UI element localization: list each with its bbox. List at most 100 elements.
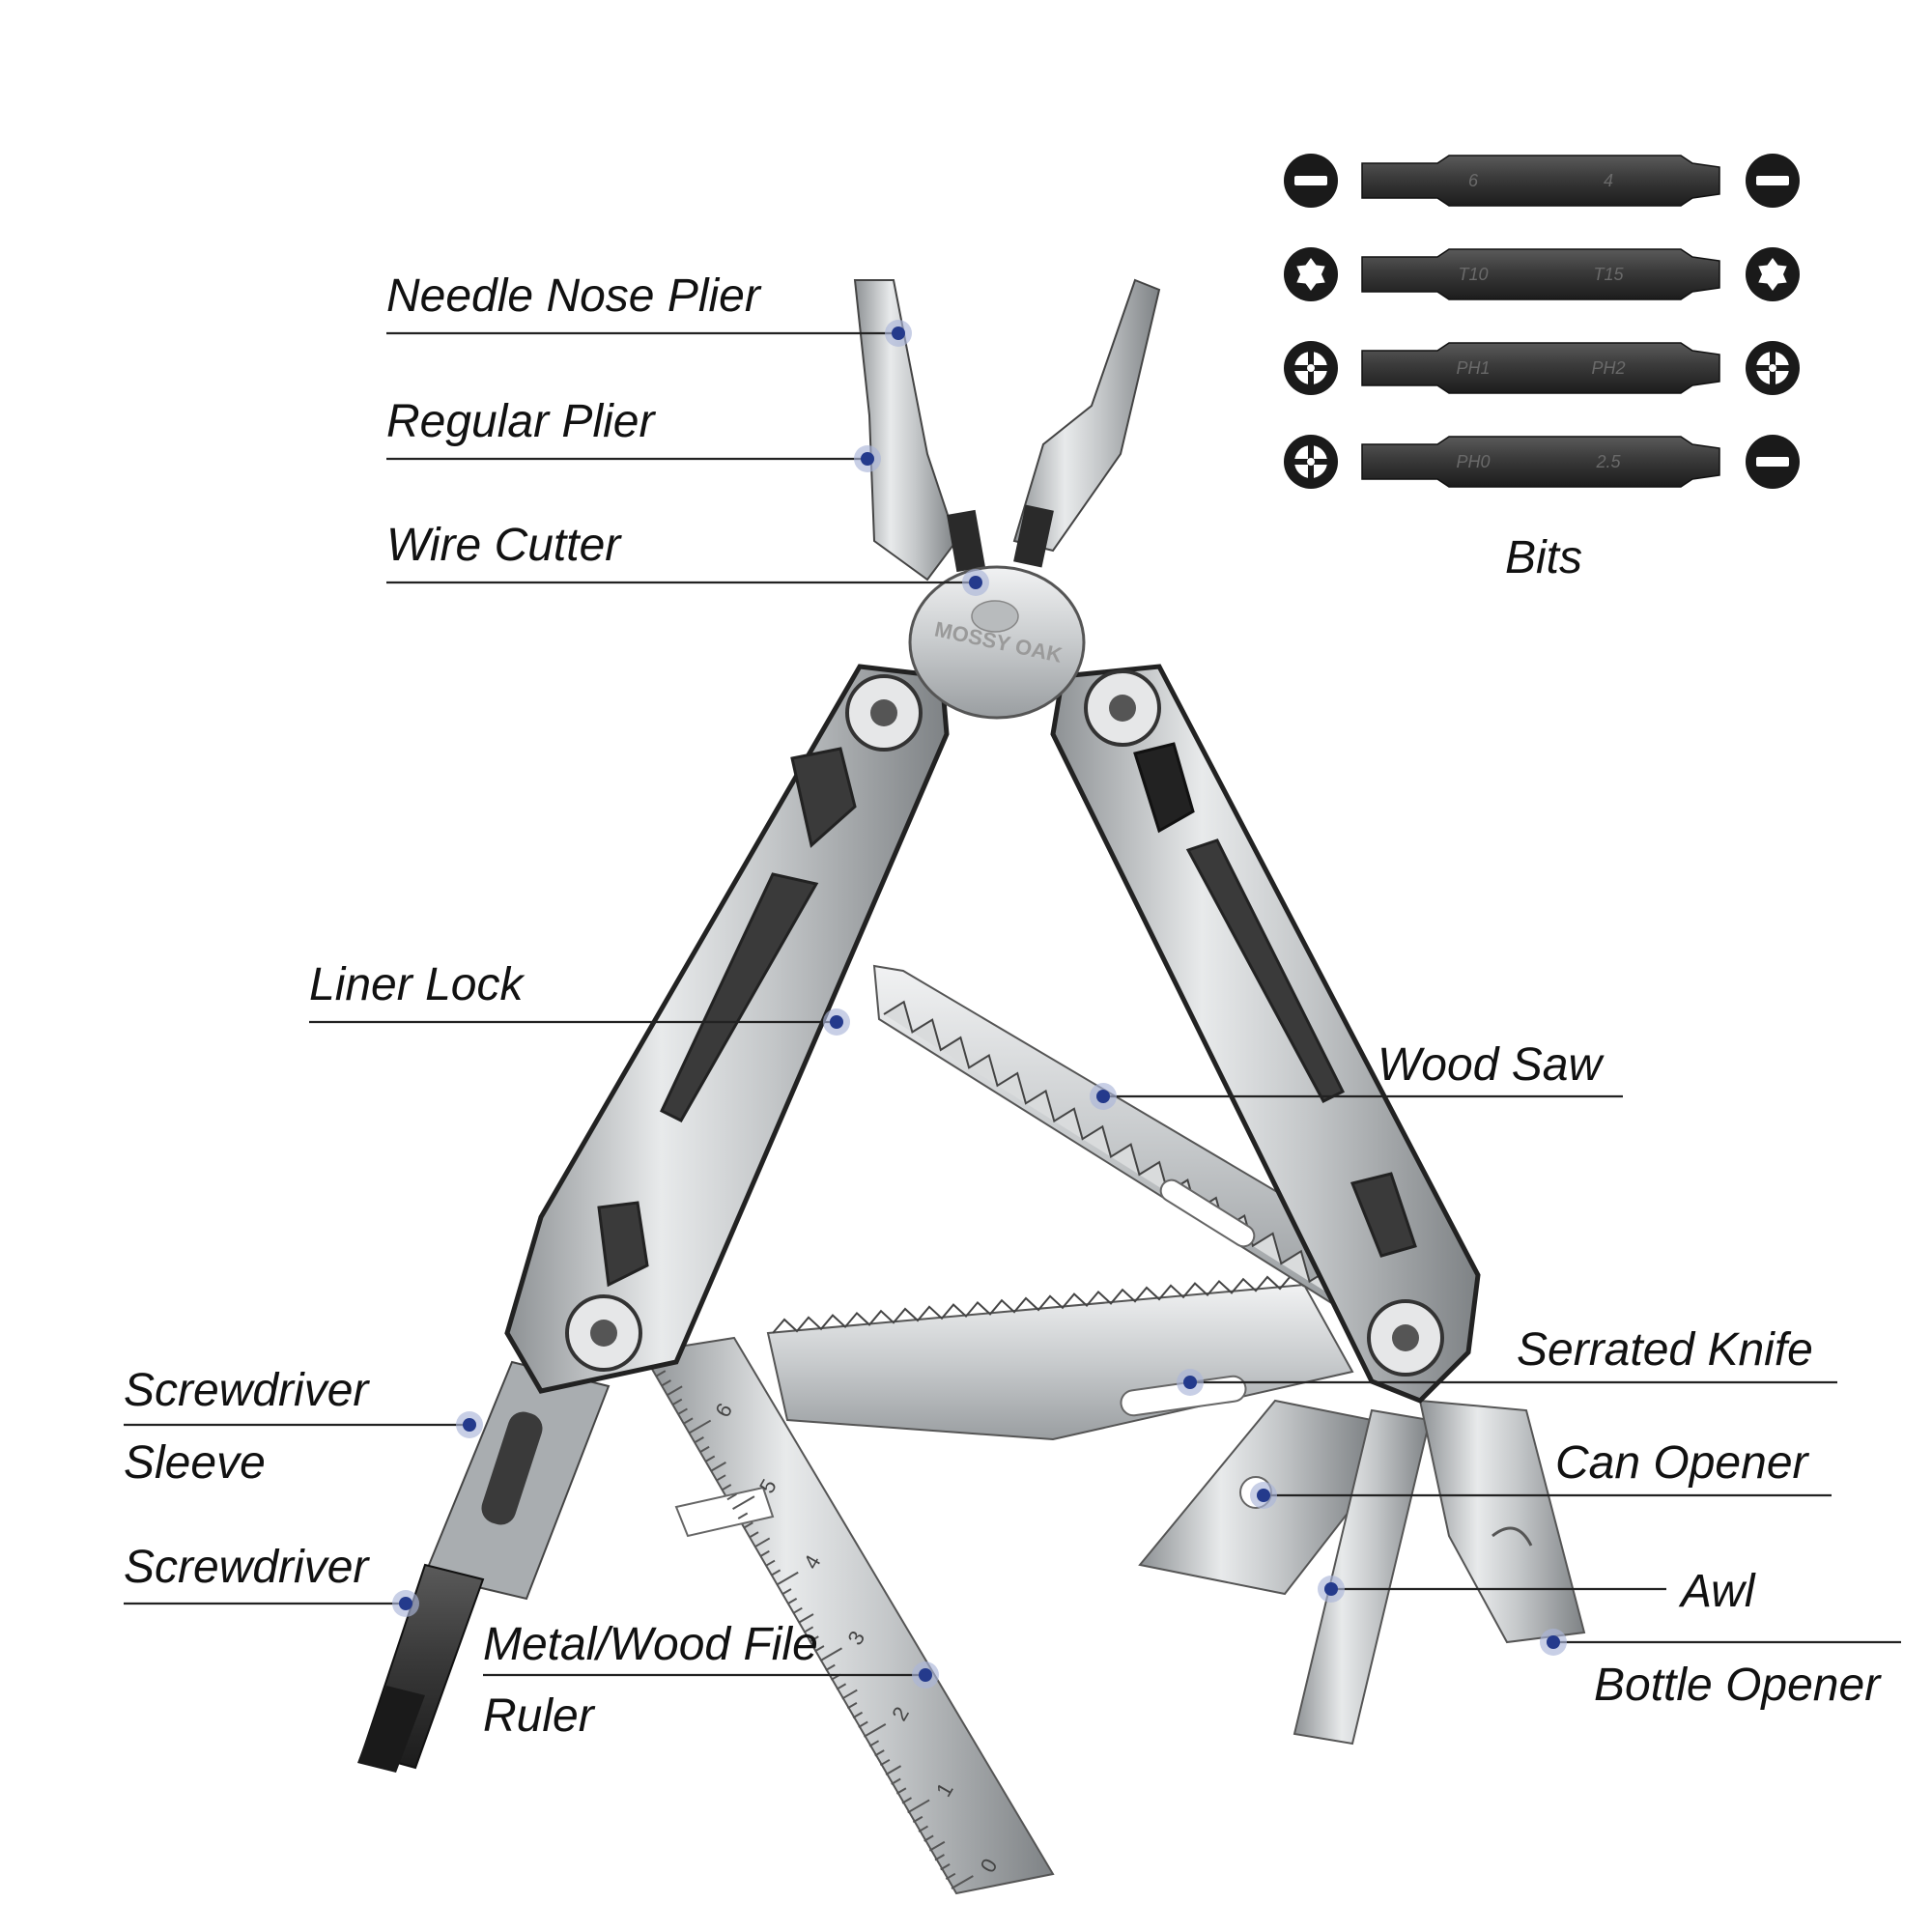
label-can-opener: Can Opener [1555,1437,1810,1489]
ruler-tick [803,1626,814,1633]
ruler-tick [776,1571,799,1586]
ruler-tick [661,1379,671,1387]
marker-dot [392,1590,419,1617]
ruler-tick [737,1512,749,1519]
ruler-tick [907,1799,930,1814]
bit-size-left: T10 [1458,265,1488,284]
bit-body [1361,342,1720,394]
left-handle [504,664,950,1394]
serrated-knife-tool [766,1273,1354,1441]
marker-dot [854,445,881,472]
ruler-tick [655,1370,667,1377]
ruler-tick [951,1875,974,1889]
marker-dot [912,1661,939,1689]
bit-size-left: PH1 [1456,358,1490,378]
ruler-tick [868,1740,880,1747]
ruler-tick [765,1559,776,1567]
bit-row: PH1 PH2 [1284,341,1800,395]
label-wire-cutter: Wire Cutter [386,520,622,571]
ruler-tick [671,1398,683,1406]
marker-dot [823,1008,850,1036]
torx-icon [1284,247,1338,301]
ruler-tick [912,1815,923,1824]
bit-size-left: 6 [1468,171,1479,190]
bits-title: Bits [1505,532,1582,583]
ruler-tick [879,1758,891,1767]
file-ruler-tool: 01234567 [640,1323,1055,1895]
ruler-tick [797,1613,814,1624]
label-regular-plier: Regular Plier [386,396,656,447]
ruler-tick [885,1765,902,1776]
ruler-tick [694,1436,704,1444]
label-bottle-opener: Bottle Opener [1594,1660,1882,1711]
ruler-tick [841,1689,858,1700]
ruler-tick [891,1777,901,1785]
ruler-tick [928,1840,946,1852]
label-needle-nose-plier: Needle Nose Plier [386,270,762,322]
ruler-tick [753,1537,771,1548]
ruler-tick [721,1484,732,1491]
bit-body [1361,436,1720,488]
slotted-icon [1284,154,1338,208]
marker-dot [1090,1083,1117,1110]
ruler-tick [770,1569,781,1576]
torx-icon [1746,247,1800,301]
label-serrated-knife: Serrated Knife [1517,1324,1813,1376]
ruler-tick [809,1635,819,1643]
ruler-tick [726,1492,737,1501]
bit-size-right: 4 [1604,171,1613,190]
slotted-icon [1746,154,1800,208]
bit-size-left: PH0 [1456,452,1490,471]
ruler-tick [874,1749,885,1757]
ruler-tick [759,1549,770,1558]
label-awl: Awl [1678,1566,1756,1617]
ruler-tick [749,1531,759,1539]
callout-labels: Needle Nose Plier Regular Plier Wire Cut… [124,270,1882,1742]
phillips-icon [1746,341,1800,395]
screwdriver-tool [357,1360,611,1773]
right-handle [1050,664,1481,1404]
ruler-tick [688,1419,712,1434]
label-liner-lock: Liner Lock [309,959,526,1010]
ruler-tick [743,1521,753,1529]
marker-dots [392,320,1567,1689]
bit-body [1361,248,1720,300]
ruler-tick [786,1597,798,1605]
callout-leaders [124,331,1901,1677]
bit-row: T10 T15 [1284,247,1800,301]
bit-size-right: PH2 [1591,358,1625,378]
ruler-tick [940,1862,951,1871]
multitool-illustration: 01234567 [357,278,1586,1895]
ruler-tick [923,1834,934,1842]
bit-size-right: T15 [1593,265,1624,284]
ruler-tick [813,1645,825,1653]
ruler-tick [918,1825,928,1832]
ruler-tick [781,1588,792,1596]
bit-body [1361,155,1720,207]
ruler-tick [819,1647,843,1662]
ruler-tick [863,1722,887,1738]
marker-dot [1177,1369,1204,1396]
ruler-tick [934,1854,945,1861]
ruler-tick [716,1474,726,1482]
marker-dot [1318,1576,1345,1603]
slotted-icon [1746,435,1800,489]
marker-dot [962,569,989,596]
ruler-tick [836,1683,847,1690]
marker-dot [456,1411,483,1438]
marker-dot [1250,1482,1277,1509]
ruler-tick [699,1445,710,1454]
ruler-tick [667,1385,683,1397]
ruler-tick [677,1407,688,1415]
ruler-tick [895,1787,907,1795]
ruler-tick [825,1663,836,1671]
label-screwdriver: Screwdriver [124,1542,370,1593]
label-file-ruler-line2: Ruler [483,1690,596,1742]
opener-tools [1138,1399,1586,1746]
marker-dot [885,320,912,347]
plier-jaws [853,278,1161,582]
label-screwdriver-sleeve-line1: Screwdriver [124,1365,370,1416]
